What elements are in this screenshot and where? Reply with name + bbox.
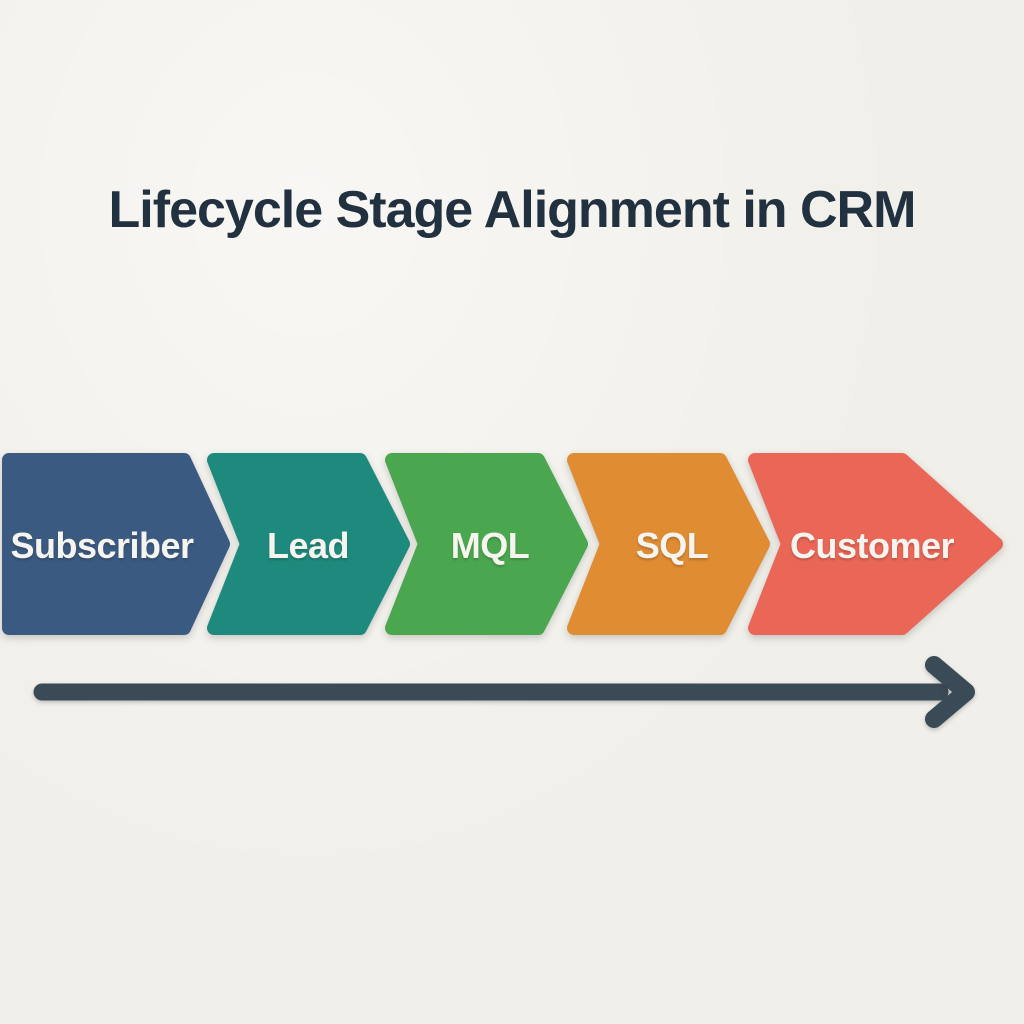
stage-chevron-subscriber: Subscriber [2,453,230,635]
stage-chevron-lead: Lead [207,453,410,635]
stage-chevron-mql: MQL [385,453,588,635]
stage-label-lead: Lead [267,525,349,566]
stage-shape-customer [748,453,1003,635]
diagram-title: Lifecycle Stage Alignment in CRM [108,181,917,239]
stage-label-sql: SQL [636,525,709,566]
stage-shape-sql [567,453,770,635]
timeline-arrow [33,656,975,728]
stage-shape-subscriber [2,453,230,635]
stage-label-subscriber: Subscriber [10,525,194,566]
stage-chevron-customer: Customer [748,453,1003,635]
stage-label-mql: MQL [451,525,529,566]
stage-chevron-sql: SQL [567,453,770,635]
stage-shape-mql [385,453,588,635]
stage-label-customer: Customer [790,525,955,566]
arrow-head-icon [925,656,975,728]
stage-shape-lead [207,453,410,635]
